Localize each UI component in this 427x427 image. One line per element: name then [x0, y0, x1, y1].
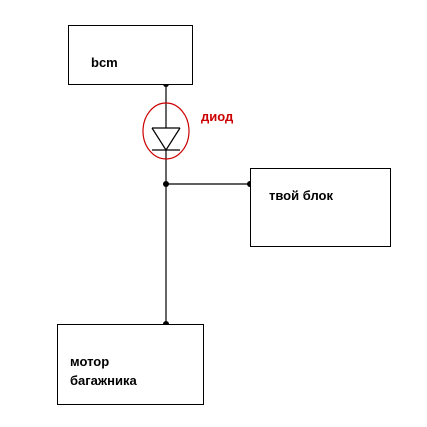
diode-highlight-circle	[142, 102, 190, 160]
your-unit-label: твой блок	[269, 188, 333, 203]
trunk-motor-block: мотор багажника	[57, 324, 204, 405]
your-unit-block: твой блок	[250, 168, 391, 247]
bcm-block: bcm	[68, 25, 193, 85]
junction-dot-diode-bottom	[163, 181, 169, 187]
trunk-motor-label-line2: багажника	[70, 373, 137, 388]
diode-icon	[151, 114, 181, 151]
bcm-label: bcm	[91, 55, 118, 70]
diode-label: диод	[201, 109, 234, 124]
trunk-motor-label-line1: мотор	[70, 354, 110, 369]
